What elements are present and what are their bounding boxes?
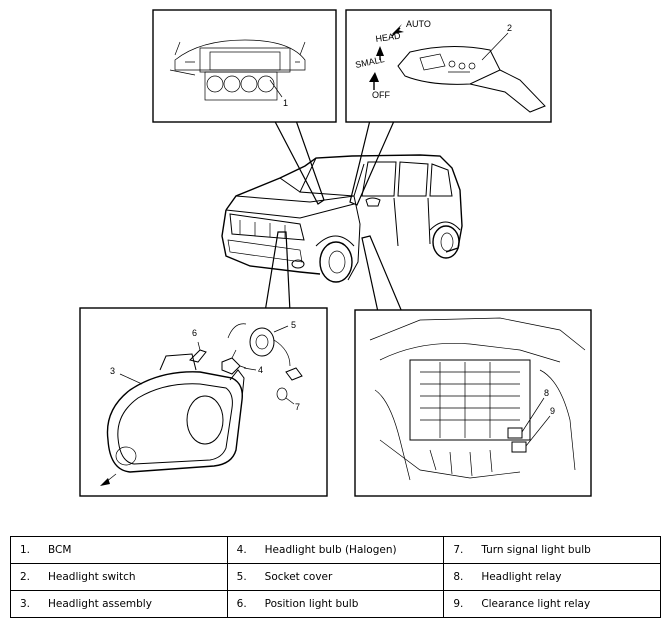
legend-item-headlight-relay: 8.Headlight relay: [443, 563, 661, 591]
headlight-housing: [106, 353, 245, 473]
legend-row: 1.BCM 4.Headlight bulb (Halogen) 7.Turn …: [10, 536, 661, 564]
front-direction-arrow-icon: [100, 473, 117, 486]
switch-detail-box: AUTO HEAD SMALL OFF 2: [345, 9, 552, 123]
component-legend-table: 1.BCM 4.Headlight bulb (Halogen) 7.Turn …: [10, 536, 661, 618]
headlight-detail-box: 6 4 5 7 3: [79, 307, 328, 497]
legend-item-headlight-assembly: 3.Headlight assembly: [10, 590, 228, 618]
callout-socket-cover: 5: [291, 320, 296, 330]
vehicle-rear-wheel: [429, 221, 461, 259]
relay-detail-box: 8 9: [354, 309, 592, 497]
socket-cover: 5: [227, 320, 296, 367]
switch-position-auto: AUTO: [406, 19, 431, 29]
legend-item-clearance-light-relay: 9.Clearance light relay: [443, 590, 661, 618]
position-light-bulb: 6: [189, 328, 207, 363]
turn-signal-bulb: 7: [276, 367, 303, 412]
callout-position-light-bulb: 6: [192, 328, 197, 338]
vehicle-drawing: [221, 154, 463, 283]
bcm-relay-sockets: [204, 71, 278, 101]
leader-lines: [264, 111, 403, 313]
bcm-detail-box: 1: [152, 9, 337, 123]
legend-row: 2.Headlight switch 5.Socket cover 8.Head…: [10, 563, 661, 591]
switch-arrows: [369, 24, 404, 90]
callout-bcm: 1: [283, 98, 288, 108]
callout-clearance-light-relay: 9: [550, 406, 555, 416]
vehicle-front-wheel: [315, 235, 355, 283]
vehicle-grille: [227, 213, 305, 263]
callout-headlight-bulb: 4: [258, 365, 263, 375]
component-location-diagram: 1 AUTO HEAD SMALL OFF 2: [79, 9, 592, 497]
callout-headlight-switch: 2: [507, 23, 512, 33]
legend-item-headlight-switch: 2.Headlight switch: [10, 563, 228, 591]
callout-turn-signal-bulb: 7: [295, 402, 300, 412]
legend-item-bcm: 1.BCM: [10, 536, 228, 564]
legend-item-position-light-bulb: 6.Position light bulb: [226, 590, 445, 618]
callout-headlight-assembly: 3: [110, 366, 115, 376]
engine-bay-drawing: [369, 317, 586, 481]
legend-item-socket-cover: 5.Socket cover: [226, 563, 445, 591]
legend-item-headlight-bulb: 4.Headlight bulb (Halogen): [226, 536, 445, 564]
switch-position-off: OFF: [372, 90, 390, 100]
callout-headlight-relay: 8: [544, 388, 549, 398]
light-switch-stalk: [397, 45, 546, 113]
legend-item-turn-signal-bulb: 7.Turn signal light bulb: [443, 536, 661, 564]
headlight-bulb-halogen: 4: [221, 349, 263, 375]
legend-row: 3.Headlight assembly 6.Position light bu…: [10, 590, 661, 618]
